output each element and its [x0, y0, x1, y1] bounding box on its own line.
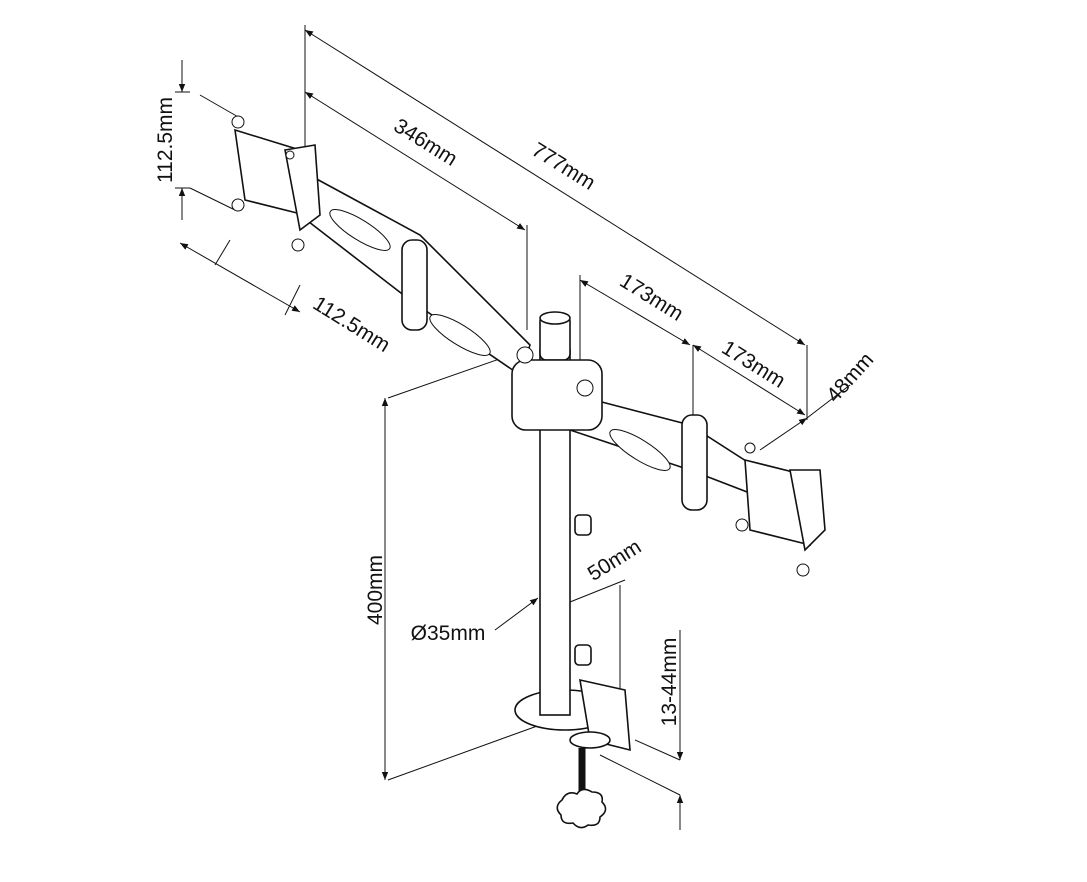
label-pole-height: 400mm	[364, 555, 387, 625]
screw-hole	[744, 442, 756, 454]
right-arm-joint	[681, 414, 708, 511]
label-arm-length: 346mm	[390, 114, 462, 171]
label-clamp-offset: 50mm	[584, 535, 646, 585]
label-vesa-height: 112.5mm	[154, 97, 177, 183]
clamp-pad	[569, 731, 611, 749]
label-desk-thickness: 13-44mm	[658, 638, 681, 727]
hub-bolt	[516, 346, 534, 364]
screw-hole	[735, 518, 749, 532]
label-vesa-width: 112.5mm	[309, 292, 394, 357]
label-segment-1: 173mm	[616, 269, 688, 326]
cable-clip-upper	[574, 514, 592, 536]
left-arm-slot	[429, 314, 491, 356]
label-segment-2: 173mm	[718, 336, 790, 393]
label-total-width: 777mm	[528, 138, 600, 195]
label-bracket-depth: 48mm	[822, 348, 878, 407]
right-arm-slot	[609, 429, 671, 471]
pole-cap-top	[539, 311, 571, 325]
hub-bolt	[576, 379, 594, 397]
screw-hole	[231, 198, 245, 212]
arm-hub	[511, 359, 603, 431]
screw-hole	[231, 115, 245, 129]
screw-hole	[796, 563, 810, 577]
screw-hole	[285, 150, 295, 160]
extension-lines	[189, 25, 808, 796]
right-tilt-bracket	[789, 469, 826, 552]
clamp-knob	[556, 788, 607, 829]
label-pole-diameter: Ø35mm	[411, 622, 486, 645]
left-arm-slot	[329, 209, 391, 251]
screw-hole	[291, 238, 305, 252]
left-tilt-bracket	[284, 144, 321, 232]
cable-clip-lower	[574, 644, 592, 666]
left-arm-joint	[401, 239, 428, 331]
monitor-mount	[231, 115, 826, 829]
dimension-lines	[175, 29, 851, 830]
